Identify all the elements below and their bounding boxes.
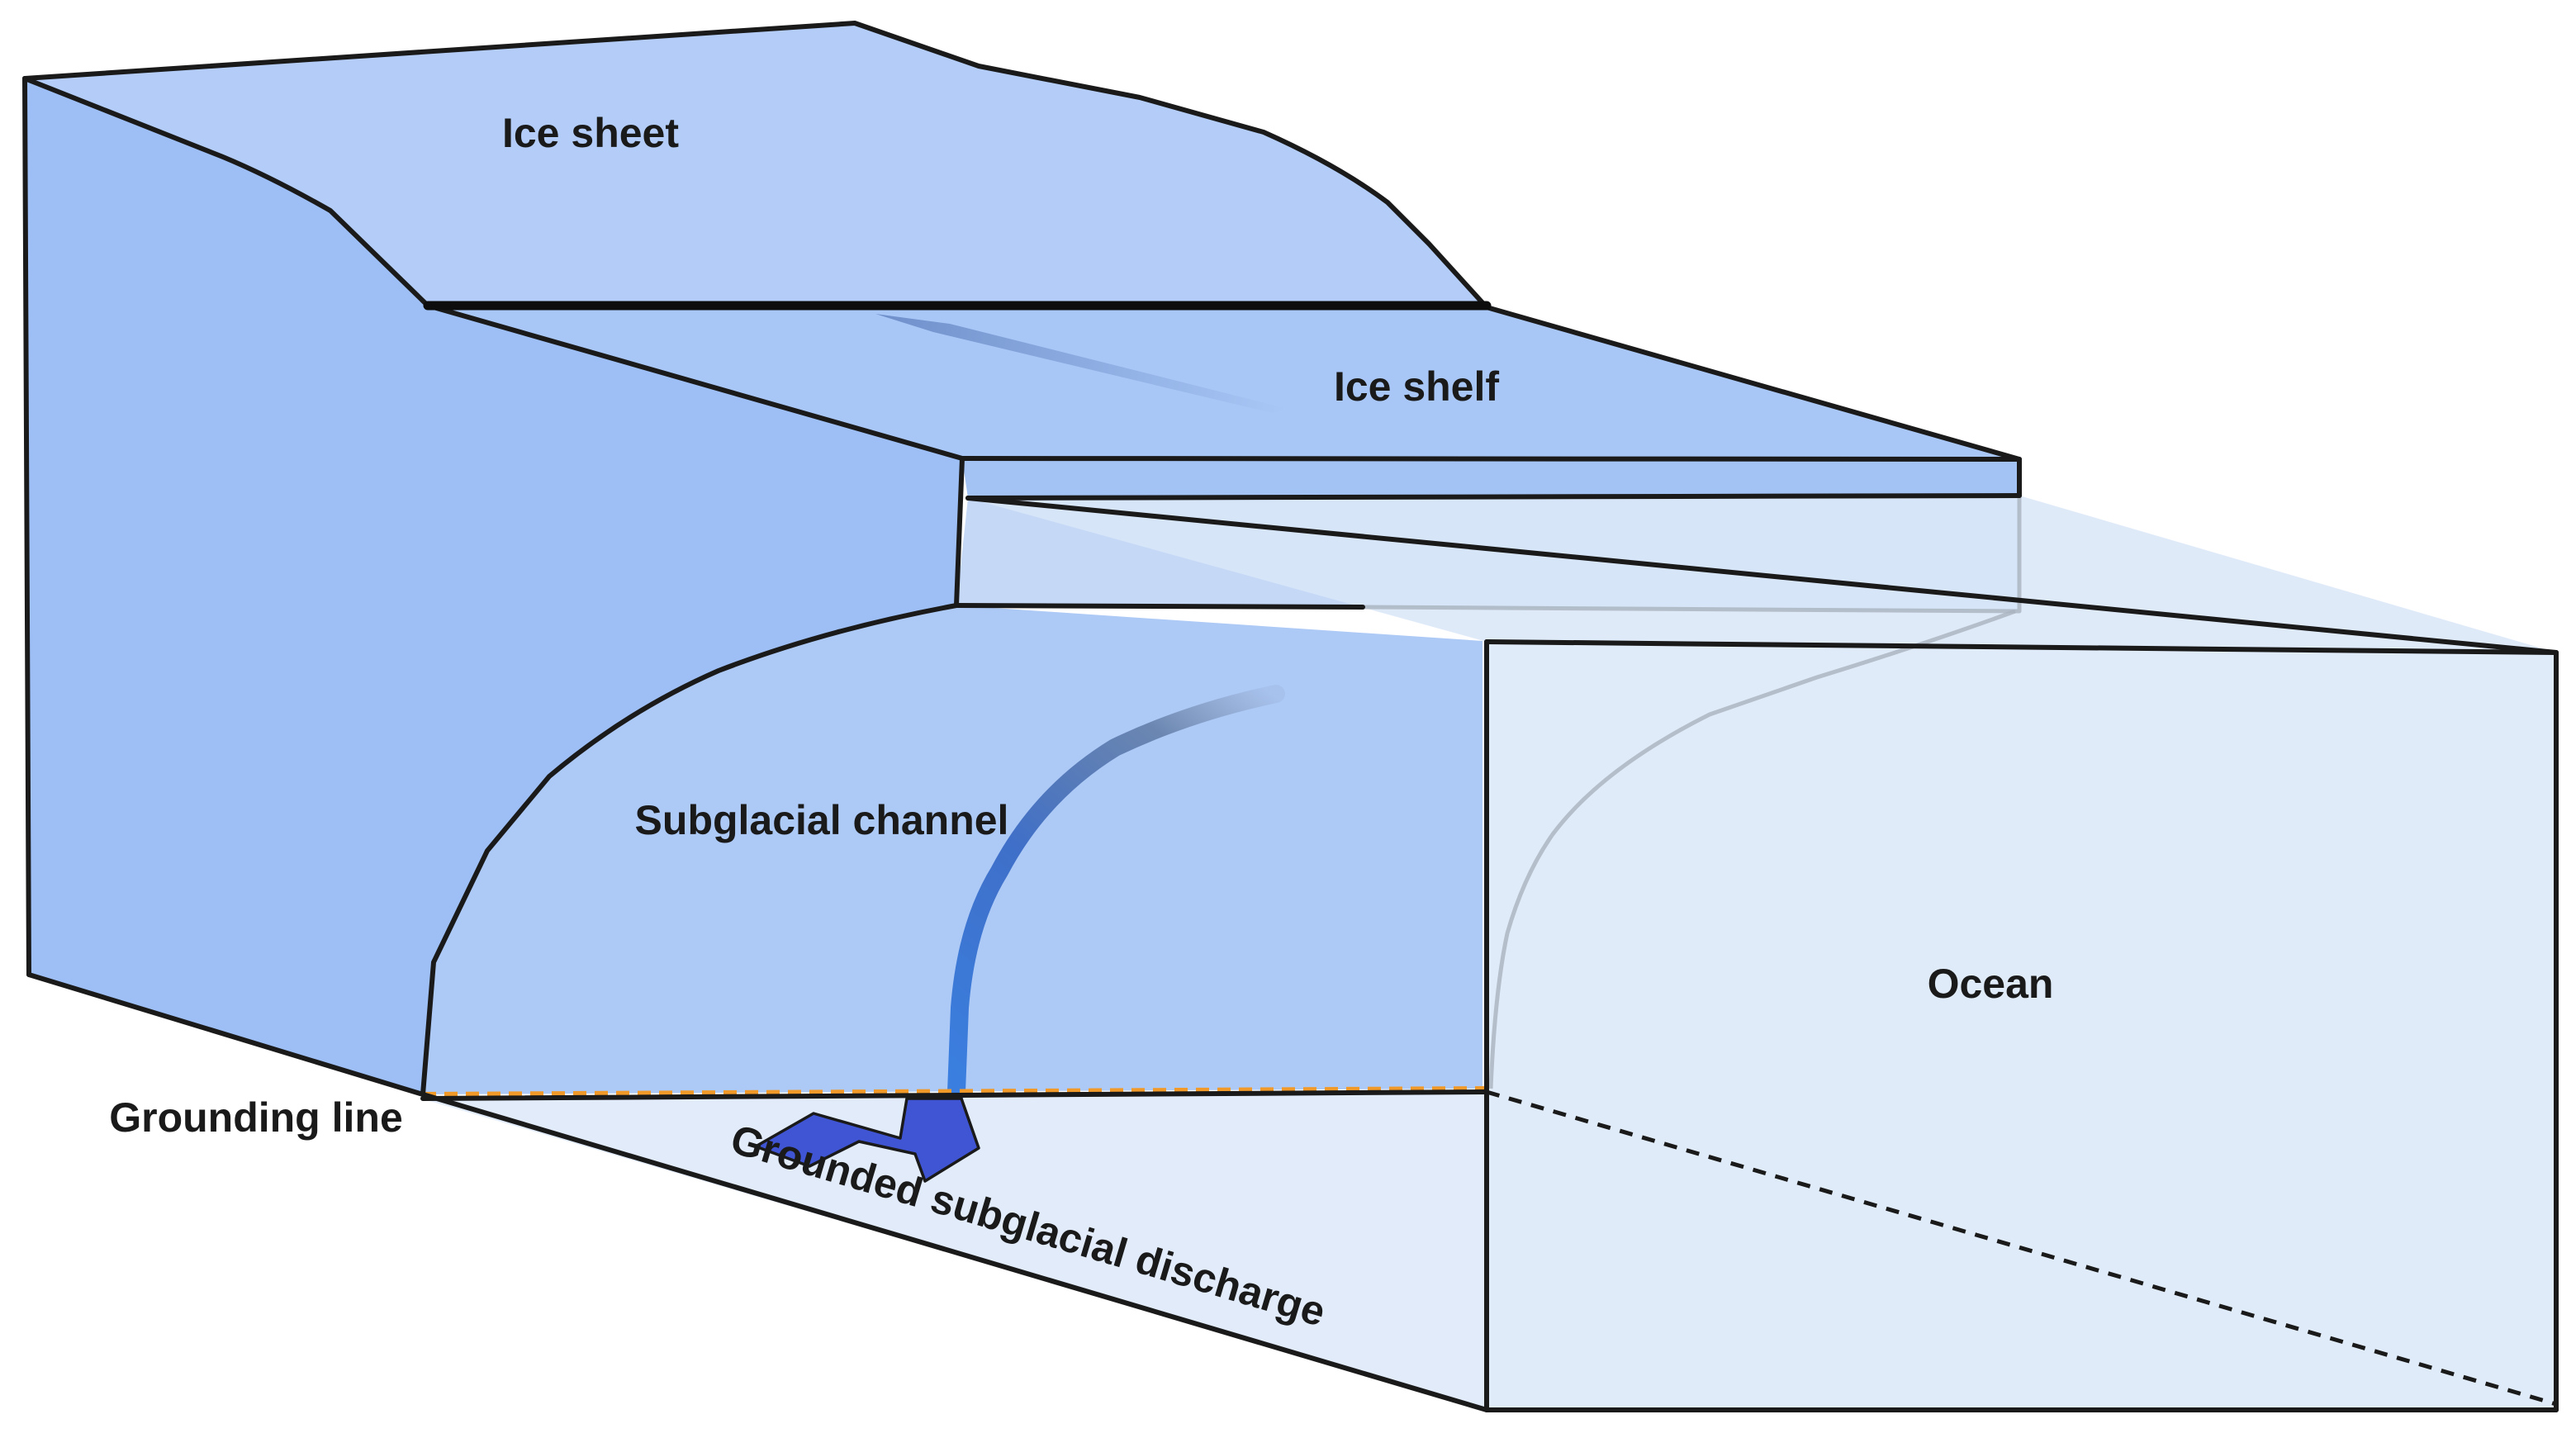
subglacial-channel-label: Subglacial channel	[635, 797, 1009, 843]
grounding-line-label: Grounding line	[109, 1094, 403, 1141]
ice-shelf-top-face	[428, 306, 2019, 459]
seafloor-dashed-line	[1486, 1089, 2557, 1407]
outline-edges	[22, 21, 2559, 1412]
subglacial-channel-face	[423, 605, 1483, 1094]
ghost-shelf-outline	[1362, 496, 2022, 614]
ice-sheet-front-face	[25, 78, 962, 1094]
bent-arrow-up-icon	[754, 1097, 980, 1183]
ice-sheet-label: Ice sheet	[502, 110, 679, 156]
ocean-label: Ocean	[1928, 961, 2054, 1007]
ocean-front-face	[1487, 642, 2556, 1410]
grounding-line-dashes	[422, 1086, 1487, 1097]
ghost-channel-outline	[1488, 609, 2016, 1089]
meltwater-plume-icon	[947, 685, 1285, 1101]
ice-shelf-front-face	[962, 458, 2019, 498]
ice-shelf-label: Ice shelf	[1334, 363, 1499, 410]
shelf-shadow-streak	[875, 314, 1288, 413]
